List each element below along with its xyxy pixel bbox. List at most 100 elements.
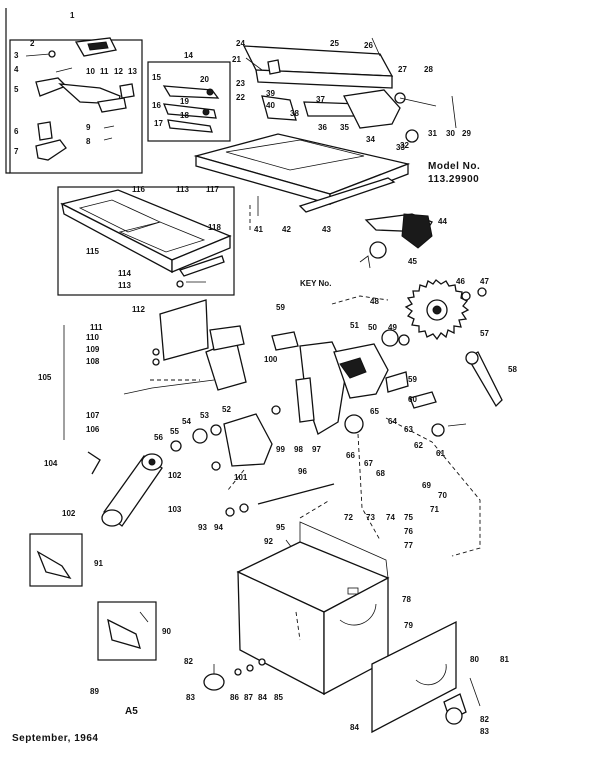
callout-105: 105 — [38, 373, 52, 382]
model-number: 113.29900 — [428, 174, 480, 185]
callout-59b: 59 — [276, 303, 285, 312]
callout-53: 53 — [200, 411, 209, 420]
callout-3: 3 — [14, 51, 19, 60]
callout-31: 31 — [428, 129, 437, 138]
inset-boxes — [29, 533, 157, 661]
side-panel — [371, 620, 481, 734]
callout-28: 28 — [424, 65, 433, 74]
key-label: KEY No. — [300, 279, 331, 288]
callout-75: 75 — [404, 513, 413, 522]
callout-70: 70 — [438, 491, 447, 500]
callout-116: 116 — [132, 185, 145, 194]
handwheel-knob — [203, 658, 266, 691]
callout-44: 44 — [438, 217, 447, 226]
callout-63: 63 — [404, 425, 413, 434]
callout-25: 25 — [330, 39, 339, 48]
callout-55: 55 — [170, 427, 179, 436]
callout-101: 101 — [234, 473, 248, 482]
callout-83: 83 — [186, 693, 195, 702]
trunnion-assembly — [257, 329, 467, 445]
callout-2: 2 — [30, 39, 35, 48]
callout-37: 37 — [316, 95, 325, 104]
callout-82: 82 — [184, 657, 193, 666]
callout-57: 57 — [480, 329, 489, 338]
callout-54: 54 — [182, 417, 191, 426]
callout-19: 19 — [180, 97, 189, 106]
callout-56: 56 — [154, 433, 163, 442]
callout-83b: 83 — [480, 727, 489, 736]
dashed-leaders — [150, 205, 481, 641]
callout-34: 34 — [366, 135, 375, 144]
callout-100: 100 — [264, 355, 278, 364]
callout-114: 114 — [118, 269, 131, 278]
callout-24: 24 — [236, 39, 245, 48]
callout-103: 103 — [168, 505, 182, 514]
callout-93: 93 — [198, 523, 207, 532]
callout-23: 23 — [236, 79, 245, 88]
callout-77: 77 — [404, 541, 413, 550]
callout-85: 85 — [274, 693, 283, 702]
callout-68: 68 — [376, 469, 385, 478]
callout-72: 72 — [344, 513, 353, 522]
callout-40: 40 — [266, 101, 275, 110]
callout-95: 95 — [276, 523, 285, 532]
callout-17: 17 — [154, 119, 163, 128]
callout-10: 10 — [86, 67, 95, 76]
callout-110: 110 — [86, 333, 99, 342]
callout-51: 51 — [350, 321, 359, 330]
callout-79: 79 — [404, 621, 413, 630]
callout-11: 11 — [100, 67, 109, 76]
callout-20: 20 — [200, 75, 209, 84]
callout-90: 90 — [162, 627, 171, 636]
callout-118: 118 — [208, 223, 221, 232]
callout-94: 94 — [214, 523, 223, 532]
publication-date: September, 1964 — [12, 733, 99, 744]
callout-26: 26 — [364, 41, 373, 50]
table-top — [193, 133, 411, 216]
callout-41: 41 — [254, 225, 263, 234]
callout-4: 4 — [14, 65, 19, 74]
callout-98: 98 — [294, 445, 303, 454]
callout-76: 76 — [404, 527, 413, 536]
callout-102b: 102 — [62, 509, 76, 518]
callout-82b: 82 — [480, 715, 489, 724]
callout-21: 21 — [232, 55, 241, 64]
callout-62: 62 — [414, 441, 423, 450]
callout-107: 107 — [86, 411, 100, 420]
callout-66: 66 — [346, 451, 355, 460]
callout-58: 58 — [508, 365, 517, 374]
callout-111: 111 — [90, 323, 103, 332]
callout-1: 1 — [70, 11, 75, 20]
callout-106: 106 — [86, 425, 100, 434]
callout-42: 42 — [282, 225, 291, 234]
motor — [101, 453, 163, 527]
motor-mount-bracket — [123, 299, 247, 395]
callout-65: 65 — [370, 407, 379, 416]
saw-blade — [404, 279, 487, 341]
callout-14: 14 — [184, 51, 193, 60]
callout-80: 80 — [470, 655, 479, 664]
callout-5: 5 — [14, 85, 19, 94]
callout-60: 60 — [408, 395, 417, 404]
model-label: Model No. — [428, 161, 481, 172]
callout-12: 12 — [114, 67, 123, 76]
callout-109: 109 — [86, 345, 100, 354]
cabinet-base — [236, 521, 390, 696]
sub-assembly-top-left — [25, 37, 135, 161]
callout-labels: 1 2 3 4 5 6 7 8 9 10 11 12 13 14 15 16 1… — [14, 11, 517, 736]
callout-18: 18 — [180, 111, 189, 120]
callout-74: 74 — [386, 513, 395, 522]
page-code: A5 — [125, 706, 138, 717]
callout-16: 16 — [152, 101, 161, 110]
callout-59: 59 — [408, 375, 417, 384]
callout-84: 84 — [350, 723, 359, 732]
callout-117: 117 — [206, 185, 219, 194]
callout-29: 29 — [462, 129, 471, 138]
callout-64: 64 — [388, 417, 397, 426]
callout-69: 69 — [422, 481, 431, 490]
callout-87: 87 — [244, 693, 253, 702]
callout-36: 36 — [318, 123, 327, 132]
callout-22: 22 — [236, 93, 245, 102]
callout-39: 39 — [266, 89, 275, 98]
callout-104: 104 — [44, 459, 58, 468]
